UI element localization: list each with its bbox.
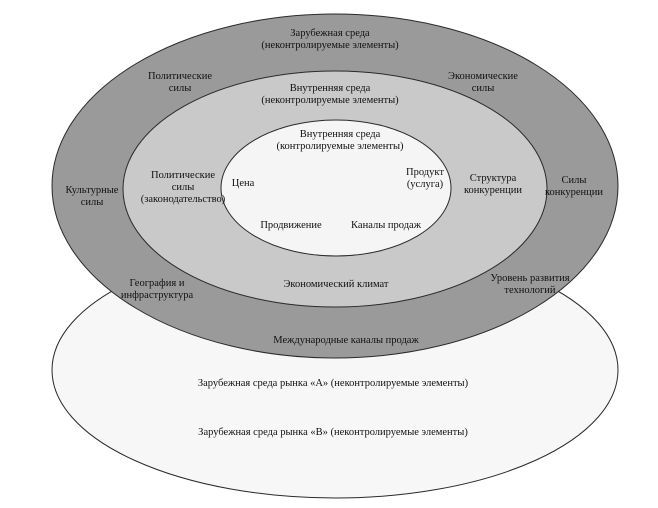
middle-competition-structure: Структура конкуренции (463, 173, 523, 196)
foreign-market-b: Зарубежная среда рынка «В» (неконтролиру… (198, 427, 468, 438)
middle-title: Внутренняя среда (неконтролируемые элеме… (261, 83, 399, 106)
outer-technology-level: Уровень развития технологий (490, 273, 570, 296)
inner-promotion: Продвижение (260, 220, 322, 231)
inner-sales-channels: Каналы продаж (351, 220, 421, 231)
outer-cultural-forces: Культурные силы (65, 185, 119, 208)
internal-controlled-core (220, 119, 452, 257)
outer-political-forces: Политические силы (147, 71, 213, 94)
outer-geography-infrastructure: География и инфраструктура (120, 278, 194, 301)
inner-price: Цена (231, 178, 255, 189)
outer-title: Зарубежная среда (неконтролируемые элеме… (261, 28, 399, 51)
middle-economic-climate: Экономический климат (283, 279, 389, 290)
inner-product-service: Продукт (услуга) (406, 167, 444, 190)
inner-title: Внутренняя среда (контролируемые элемент… (276, 129, 404, 152)
foreign-market-a: Зарубежная среда рынка «А» (неконтролиру… (197, 378, 469, 389)
outer-competition-forces: Силы конкуренции (544, 175, 604, 198)
outer-international-channels: Международные каналы продаж (273, 335, 419, 346)
middle-political-legislation: Политические силы (законодательство) (140, 170, 226, 205)
outer-economic-forces: Экономические силы (448, 71, 518, 94)
